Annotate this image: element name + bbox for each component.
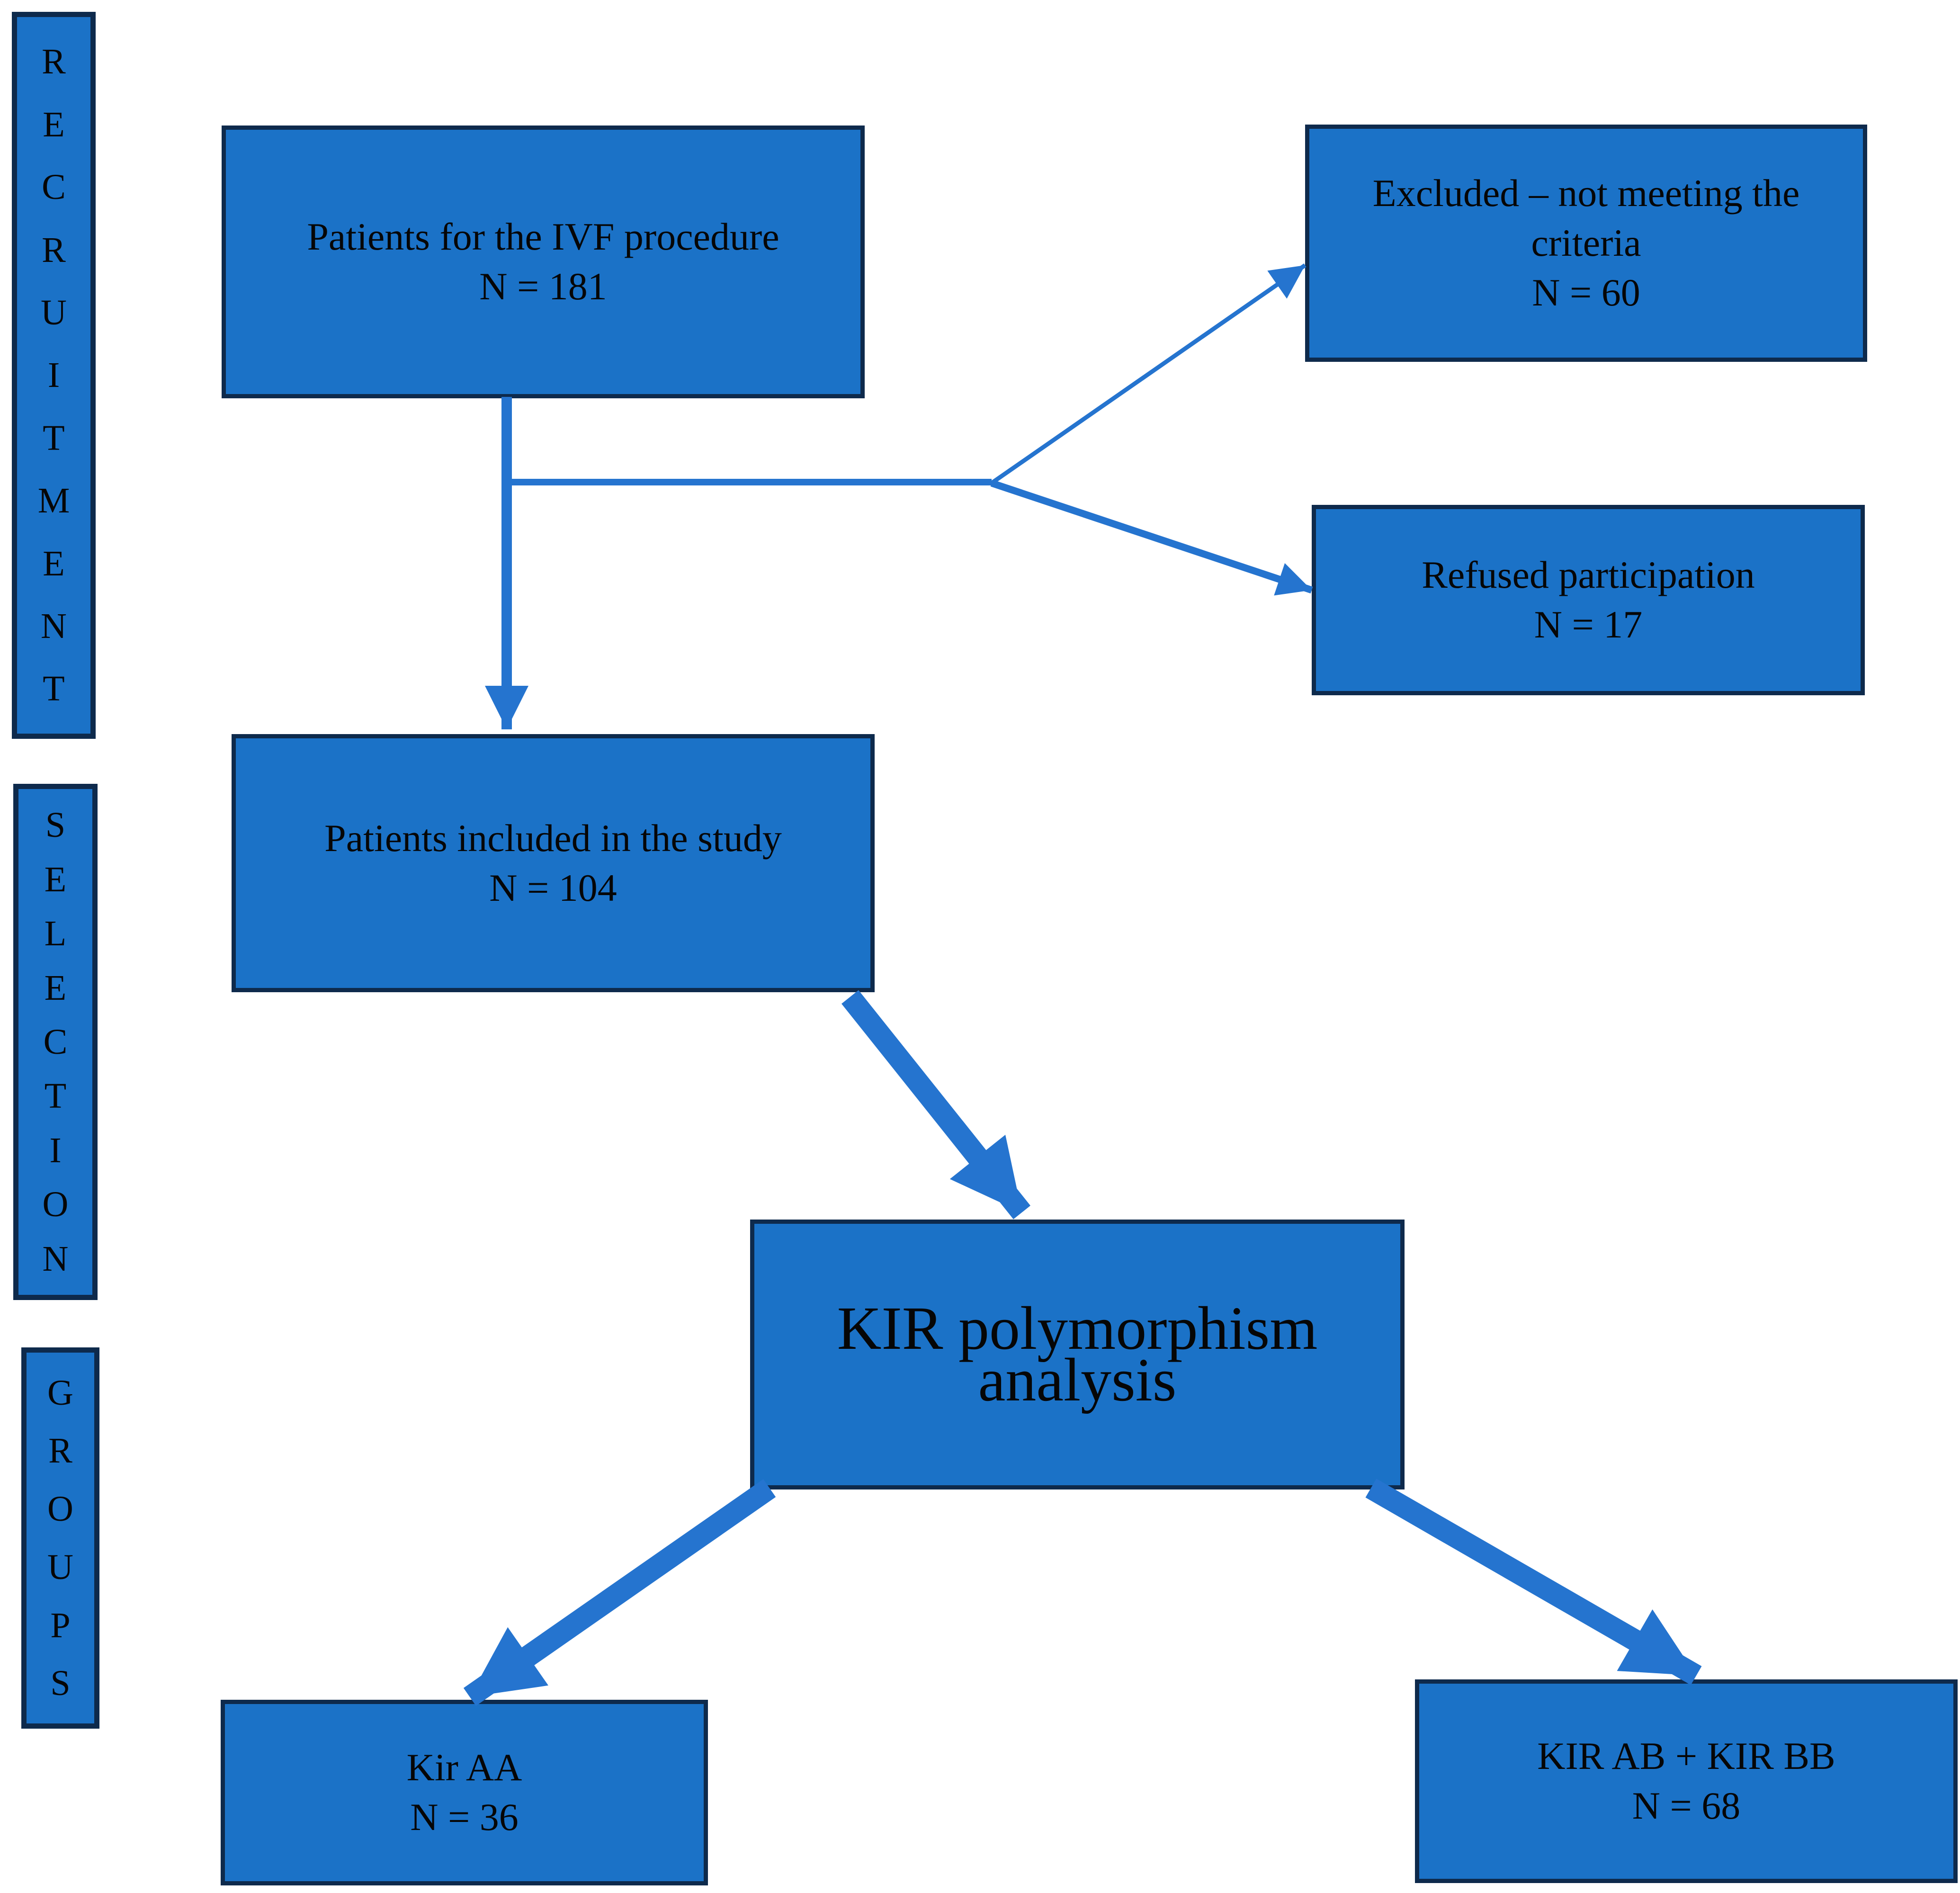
stage-letter: C: [43, 1022, 68, 1062]
stage-letter: N: [41, 606, 67, 646]
stage-letter: R: [42, 42, 66, 82]
node-kir-analysis: KIR polymorphism analysis: [750, 1220, 1405, 1489]
stage-letter: R: [42, 230, 66, 270]
node-refused-text: Refused participation: [1422, 553, 1755, 597]
stage-letter: U: [47, 1547, 73, 1587]
stage-letter: P: [50, 1605, 71, 1645]
node-kir-aa-text: Kir AA: [406, 1746, 522, 1789]
stage-letter: S: [50, 1663, 71, 1704]
stage-letter: E: [43, 543, 65, 583]
node-excluded-text-2: criteria: [1531, 221, 1641, 265]
stage-letter: M: [37, 481, 70, 521]
node-included: Patients included in the study N = 104: [232, 734, 875, 992]
node-excluded-text-1: Excluded – not meeting the: [1372, 171, 1800, 215]
stage-letter: R: [48, 1431, 72, 1471]
node-kir-aa: Kir AA N = 36: [221, 1700, 708, 1885]
included-to-kir-arrow: [841, 990, 1030, 1220]
stage-letter: T: [43, 418, 65, 458]
node-kir-aa-count: N = 36: [410, 1795, 519, 1839]
node-kir-ab-bb-count: N = 68: [1632, 1784, 1741, 1827]
node-ivf-patients: Patients for the IVF procedure N = 181: [222, 126, 865, 398]
node-ivf-patients-text: Patients for the IVF procedure: [307, 215, 779, 259]
stage-letter: S: [45, 805, 66, 845]
stage-letter: I: [49, 1130, 62, 1170]
node-excluded-count: N = 60: [1532, 270, 1640, 314]
stage-letter: C: [42, 167, 66, 207]
stage-letter: E: [44, 968, 67, 1008]
kir-to-kirab-arrow: [1365, 1479, 1702, 1685]
node-included-text: Patients included in the study: [324, 816, 782, 860]
stage-letter: E: [44, 859, 67, 899]
node-kir-analysis-text-1: KIR polymorphism: [837, 1294, 1318, 1363]
node-refused-count: N = 17: [1534, 603, 1643, 646]
stage-letter: N: [42, 1238, 69, 1279]
stage-letter: O: [47, 1489, 73, 1529]
junction-to-refused-arrow: [990, 479, 1313, 596]
stage-letter: T: [44, 1076, 67, 1116]
stage-letter: I: [47, 355, 60, 395]
node-excluded: Excluded – not meeting the criteria N = …: [1305, 125, 1867, 362]
node-ivf-patients-count: N = 181: [479, 265, 607, 308]
node-kir-analysis-text-2: analysis: [978, 1346, 1177, 1414]
stage-letter: U: [41, 293, 67, 333]
stage-letter: E: [43, 104, 65, 144]
stage-letter: O: [42, 1184, 69, 1225]
junction-to-excluded-arrow: [990, 263, 1307, 485]
node-kir-ab-bb-text: KIR AB + KIR BB: [1537, 1734, 1835, 1778]
stage-letter: T: [43, 669, 65, 709]
stage-letter: L: [44, 914, 67, 954]
node-included-count: N = 104: [489, 866, 617, 909]
node-kir-ab-bb: KIR AB + KIR BB N = 68: [1415, 1679, 1958, 1883]
node-refused: Refused participation N = 17: [1312, 505, 1865, 695]
kir-to-kiraa-arrow: [463, 1479, 776, 1706]
stage-letter: G: [47, 1373, 73, 1413]
